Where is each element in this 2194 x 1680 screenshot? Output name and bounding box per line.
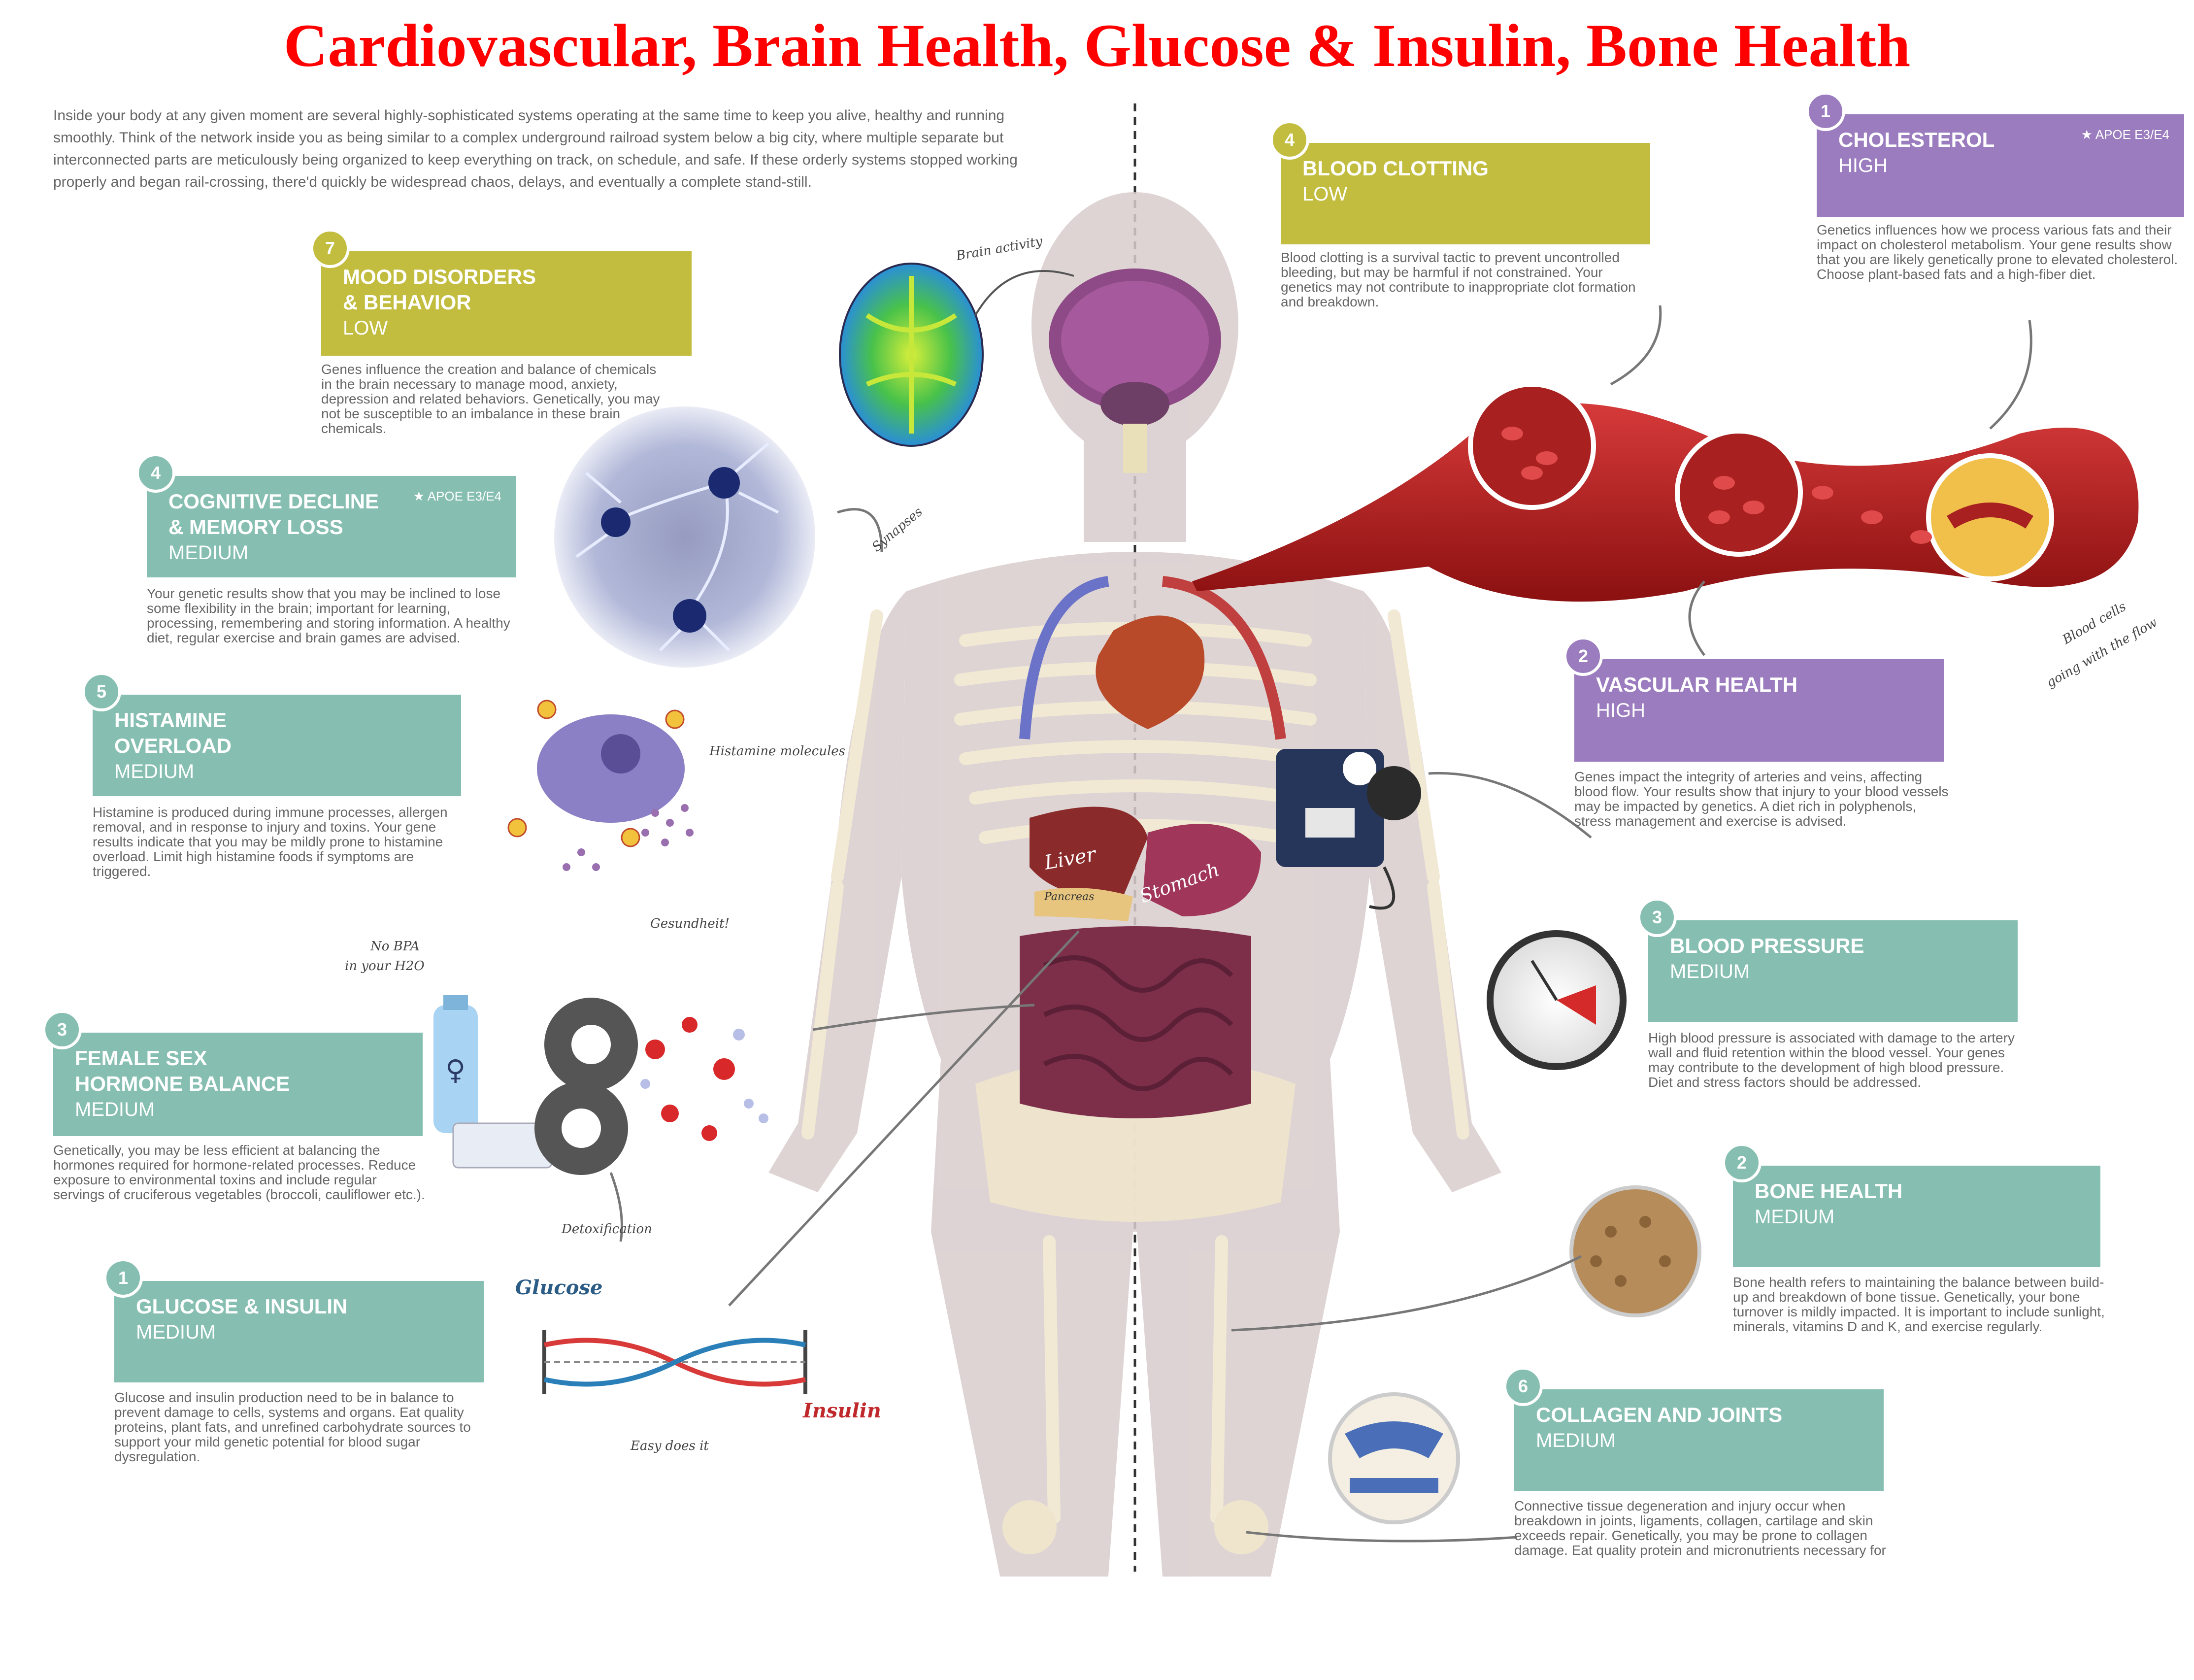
panel-blood-clotting: 4 BLOOD CLOTTING LOW <box>1270 120 1650 244</box>
panel-blood-pressure: 3 BLOOD PRESSURE MEDIUM <box>1637 898 2018 1022</box>
panel-description: Genes impact the integrity of arteries a… <box>1574 769 1949 829</box>
panel-number-badge: 5 <box>82 672 121 711</box>
panel-vascular-health: 2 VASCULAR HEALTH HIGH <box>1563 637 1944 762</box>
female-symbol-icon: ♀ <box>445 1054 465 1086</box>
panel-number-badge: 1 <box>1806 92 1845 131</box>
panel-cholesterol: 1 ★ APOE E3/E4 CHOLESTEROL HIGH <box>1806 92 2184 217</box>
apoe-tag: ★ APOE E3/E4 <box>413 489 501 504</box>
panel-number-badge: 4 <box>136 453 175 493</box>
apoe-tag: ★ APOE E3/E4 <box>2081 127 2169 142</box>
panel-number-badge: 2 <box>1722 1143 1762 1182</box>
risk-level: MEDIUM <box>136 1321 216 1343</box>
panel-title: HISTAMINE OVERLOAD <box>114 708 232 757</box>
label-pancreas: Pancreas <box>1044 891 1095 903</box>
heart <box>1096 615 1205 729</box>
brain <box>1049 269 1221 473</box>
panel-description: Glucose and insulin production need to b… <box>114 1390 471 1464</box>
pancreas-organ <box>1034 888 1133 921</box>
panel-title: GLUCOSE & INSULIN <box>136 1295 348 1318</box>
panel-description: Genetically, you may be less efficient a… <box>53 1142 425 1202</box>
panel-female-hormone: 3 FEMALE SEX HORMONE BALANCE MEDIUM <box>42 1010 423 1136</box>
label-easy-does-it: Easy does it <box>631 1439 709 1453</box>
panel-number-badge: 6 <box>1503 1367 1543 1406</box>
risk-level: HIGH <box>1596 700 1645 721</box>
neuron-synapse-image <box>554 406 815 668</box>
panel-description: Histamine is produced during immune proc… <box>93 805 448 879</box>
panel-glucose-insulin: 1 GLUCOSE & INSULIN MEDIUM <box>103 1258 484 1382</box>
risk-level: MEDIUM <box>114 761 195 782</box>
panel-mood-disorders: 7 MOOD DISORDERS & BEHAVIOR LOW <box>310 229 692 356</box>
stomach-organ <box>1143 824 1261 916</box>
panel-title: BONE HEALTH <box>1755 1179 1903 1203</box>
glucose-insulin-wave <box>542 1330 807 1394</box>
panel-description: Connective tissue degeneration and injur… <box>1514 1499 1886 1558</box>
risk-level: LOW <box>1302 183 1348 205</box>
panel-title: CHOLESTEROL <box>1838 128 1995 151</box>
panel-number-badge: 4 <box>1270 120 1309 160</box>
label-in-your-h2o: in your H2O <box>345 959 425 974</box>
panel-number-badge: 2 <box>1563 637 1603 676</box>
panel-description: Blood clotting is a survival tactic to p… <box>1281 250 1636 309</box>
intro-paragraph: Inside your body at any given moment are… <box>53 107 1018 190</box>
intestines <box>1020 926 1251 1118</box>
label-gesundheit: Gesundheit! <box>650 916 730 931</box>
label-no-bpa: No BPA <box>370 939 420 954</box>
risk-level: LOW <box>343 317 388 339</box>
label-histamine-molecules: Histamine molecules <box>709 744 846 759</box>
panel-title: FEMALE SEX HORMONE BALANCE <box>75 1046 290 1095</box>
panel-title: MOOD DISORDERS & BEHAVIOR <box>343 265 536 314</box>
vessel-zoom-2 <box>1675 429 1803 557</box>
panel-title: COLLAGEN AND JOINTS <box>1536 1403 1783 1426</box>
blood-vessel <box>1192 403 2139 602</box>
label-insulin: Insulin <box>803 1399 881 1422</box>
panel-cognitive-decline: 4 ★ APOE E3/E4 COGNITIVE DECLINE & MEMOR… <box>136 453 516 577</box>
panel-number-badge: 1 <box>103 1258 143 1298</box>
panel-title: BLOOD CLOTTING <box>1302 157 1489 180</box>
risk-level: MEDIUM <box>168 542 249 564</box>
panel-histamine-overload: 5 HISTAMINE OVERLOAD MEDIUM <box>82 672 461 796</box>
risk-level: MEDIUM <box>75 1099 155 1120</box>
panel-title: COGNITIVE DECLINE & MEMORY LOSS <box>168 490 379 538</box>
panel-number-badge: 3 <box>42 1010 82 1049</box>
panel-number-badge: 7 <box>310 229 350 268</box>
risk-level: HIGH <box>1838 155 1888 176</box>
panel-title: BLOOD PRESSURE <box>1670 934 1864 957</box>
panel-description: Genes influence the creation and balance… <box>321 362 660 436</box>
panel-bone-health: 2 BONE HEALTH MEDIUM <box>1722 1143 2100 1267</box>
page-title: Cardiovascular, Brain Health, Glucose & … <box>283 12 1911 79</box>
panel-number-badge: 3 <box>1637 898 1677 937</box>
liver-organ <box>1030 806 1148 898</box>
bone-tissue-image <box>1569 1185 1701 1317</box>
risk-level: MEDIUM <box>1670 961 1750 982</box>
panel-description: High blood pressure is associated with d… <box>1648 1030 2015 1090</box>
panel-description: Your genetic results show that you may b… <box>147 586 510 645</box>
panel-description: Bone health refers to maintaining the ba… <box>1733 1275 2105 1334</box>
panel-title: VASCULAR HEALTH <box>1596 673 1798 696</box>
label-glucose: Glucose <box>515 1276 603 1299</box>
label-detoxification: Detoxification <box>562 1222 652 1237</box>
panel-collagen-joints: 6 COLLAGEN AND JOINTS MEDIUM <box>1503 1367 1884 1491</box>
joint-image <box>1328 1392 1460 1524</box>
water-bottle <box>433 1005 478 1133</box>
risk-level: MEDIUM <box>1755 1206 1835 1228</box>
panel-description: Genetics influences how we process vario… <box>1817 222 2178 282</box>
risk-level: MEDIUM <box>1536 1430 1616 1451</box>
vessel-zoom-1 <box>1468 382 1596 510</box>
